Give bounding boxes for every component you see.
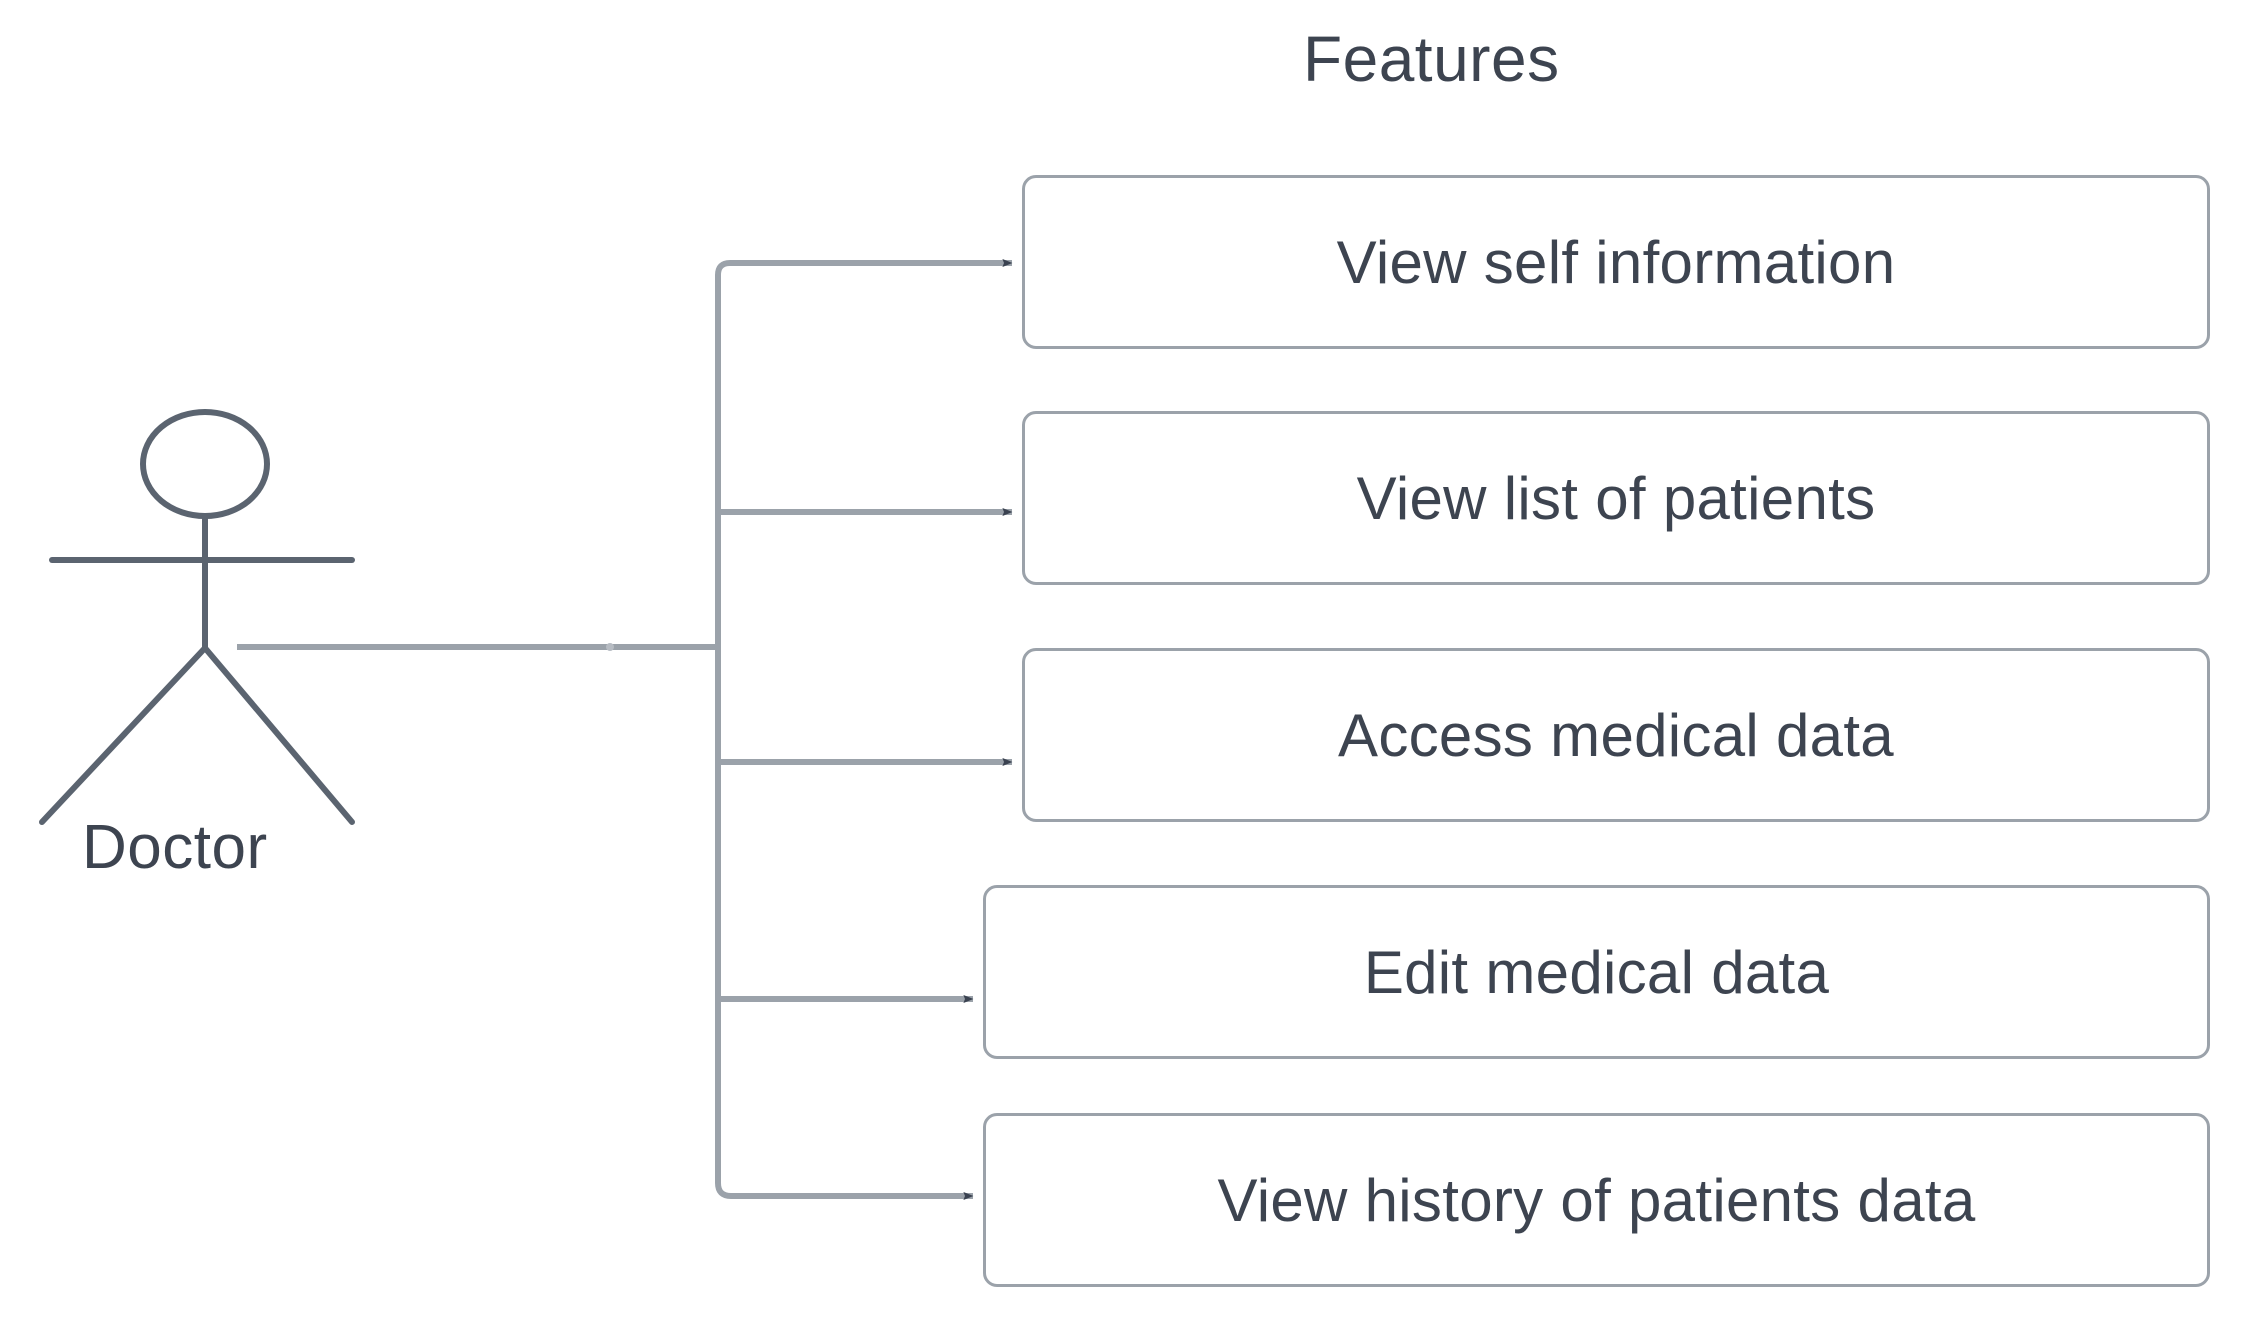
actor-label: Doctor — [82, 813, 268, 882]
diagram-title: Features — [1303, 23, 1560, 95]
use-case-label: View list of patients — [1356, 464, 1876, 532]
use-case-edit-medical-data[interactable]: Edit medical data — [983, 885, 2210, 1059]
use-case-view-list-of-patients[interactable]: View list of patients — [1022, 411, 2210, 585]
connector-to-view-self-information — [715, 259, 1013, 276]
use-case-label: View history of patients data — [1217, 1166, 1976, 1234]
actor-right-leg-line — [202, 645, 355, 825]
use-case-label: Edit medical data — [1363, 938, 1830, 1006]
connector-waypoint-dot — [606, 643, 614, 651]
use-case-label: Access medical data — [1338, 701, 1894, 769]
actor-left-leg-line — [39, 645, 208, 825]
actor-head-icon — [140, 409, 270, 519]
actor-stick-figure-icon — [39, 409, 355, 825]
connector-to-view-history-of-patients-data — [715, 1182, 974, 1200]
use-case-label: View self information — [1336, 228, 1896, 296]
use-case-access-medical-data[interactable]: Access medical data — [1022, 648, 2210, 822]
use-case-view-self-information[interactable]: View self information — [1022, 175, 2210, 349]
use-case-view-history-of-patients-data[interactable]: View history of patients data — [983, 1113, 2210, 1287]
